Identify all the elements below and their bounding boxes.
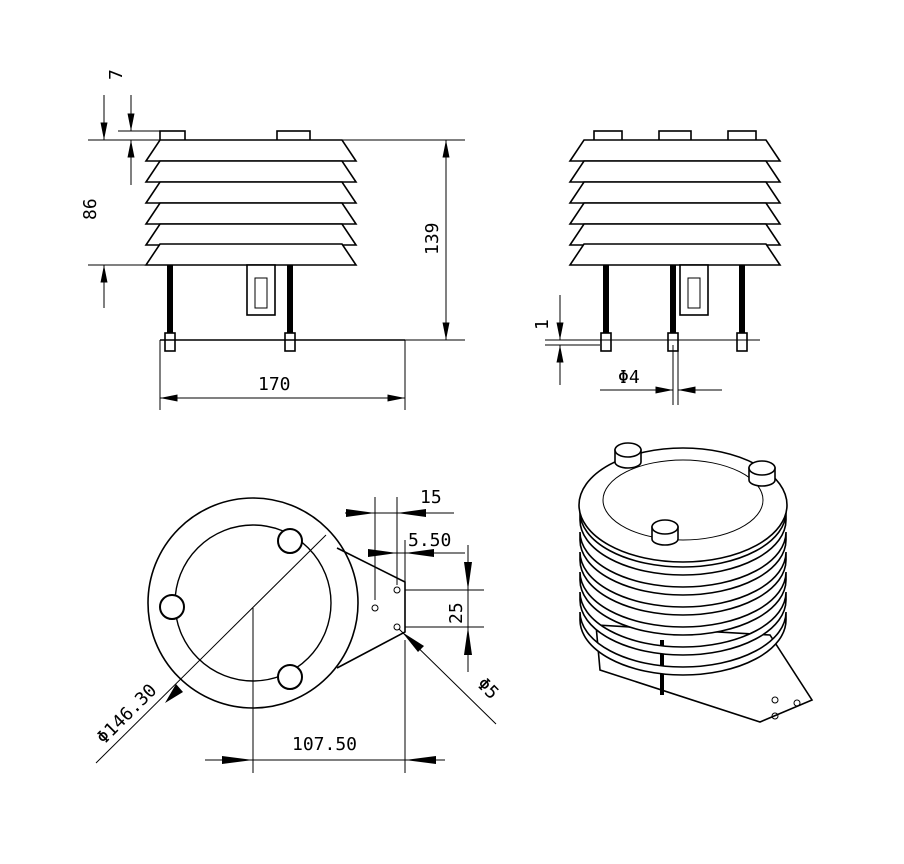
front-view: [144, 130, 405, 352]
bracket-part: [771, 712, 779, 720]
louver-plate: [144, 181, 358, 204]
louver-ring: [579, 551, 787, 616]
louver-plate: [568, 139, 782, 162]
top-view-dimensions: 15 5.50 25 Φ5 Φ146.30 107.50: [93, 487, 503, 773]
cap-top: [651, 519, 679, 535]
support-rod: [739, 265, 745, 340]
sensor-probe: [679, 264, 709, 316]
top-ring: [578, 447, 788, 563]
louver-ring: [579, 611, 787, 676]
side-view: [568, 130, 782, 352]
nut: [164, 332, 176, 352]
nut: [600, 332, 612, 352]
louver-plate: [568, 160, 782, 183]
nut: [284, 332, 296, 352]
louver-plate: [568, 202, 782, 225]
louver-plate: [568, 243, 782, 266]
sensor-probe: [246, 264, 276, 316]
inner-ring: [602, 459, 764, 541]
bracket-part: [771, 696, 779, 704]
dim-outer-diameter: Φ146.30: [93, 680, 161, 748]
dim-rod-diameter: Φ4: [618, 367, 640, 388]
louver-plate: [144, 139, 358, 162]
louver-plate: [144, 223, 358, 246]
support-rod: [670, 265, 676, 340]
nut: [736, 332, 748, 352]
dim-base-width: 170: [258, 374, 291, 395]
dim-hole-spacing: 25: [446, 602, 467, 624]
louver-plate: [568, 223, 782, 246]
louver-plate: [144, 243, 358, 266]
dim-hole-diameter: Φ5: [472, 674, 502, 704]
support-rod: [603, 265, 609, 340]
dim-total-height: 139: [422, 222, 443, 255]
louver-plate: [144, 202, 358, 225]
support-rod: [287, 265, 293, 340]
isometric-view: [578, 442, 814, 723]
side-view-dimensions: 1 Φ4: [532, 295, 760, 405]
top-view: [147, 497, 406, 709]
dim-center-to-edge: 107.50: [292, 734, 357, 755]
bracket-part: [793, 699, 801, 707]
probe-window: [687, 277, 701, 309]
louver-ring: [579, 591, 787, 656]
louver-ring: [579, 571, 787, 636]
louver-plate: [144, 160, 358, 183]
dim-base-thickness: 1: [532, 319, 553, 330]
front-view-dimensions: 7 86 139 170: [80, 69, 465, 410]
cap-top: [614, 442, 642, 458]
dim-top-gap: 7: [106, 69, 127, 80]
cap-top: [748, 460, 776, 476]
dim-hole-offset: 15: [420, 487, 442, 508]
dim-plate-stack: 86: [80, 198, 101, 220]
dim-edge-offset: 5.50: [408, 530, 451, 551]
louver-ring: [579, 531, 787, 596]
probe-window: [254, 277, 268, 309]
louver-plate: [568, 181, 782, 204]
support-rod: [167, 265, 173, 340]
